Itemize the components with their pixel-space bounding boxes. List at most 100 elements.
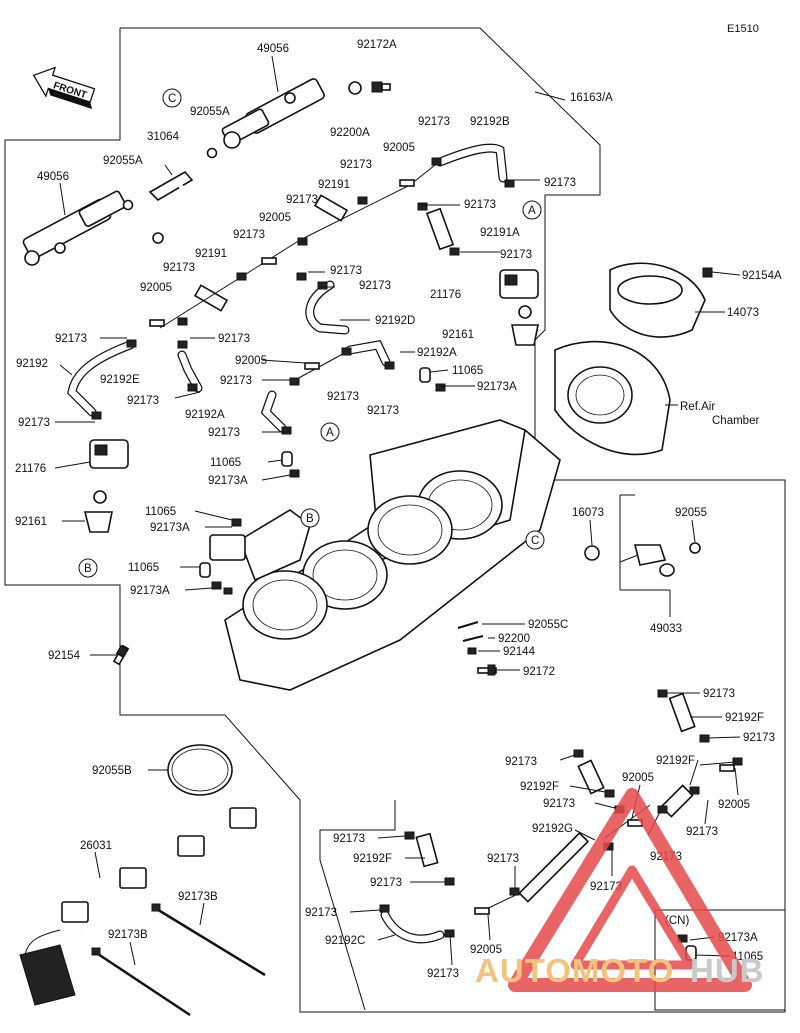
cn-label: (CN) <box>665 915 689 927</box>
label-11065-c: 11065 <box>145 506 176 518</box>
callout-b-2: B <box>84 563 92 575</box>
fuel-pipe <box>148 164 194 244</box>
label-92192B: 92192B <box>470 116 510 128</box>
label-92173-a: 92173 <box>418 116 450 128</box>
fuel-rail-lower <box>22 182 127 266</box>
o-ring-92055B <box>167 744 233 796</box>
cable-ties <box>91 903 266 1017</box>
label-49056-top: 49056 <box>257 43 289 55</box>
wiring-harness-26031 <box>19 807 257 1006</box>
label-21176-left: 21176 <box>15 463 46 475</box>
label-92173-t: 92173 <box>743 732 775 744</box>
front-arrow-icon: FRONT <box>32 66 96 110</box>
label-92192F-b: 92192F <box>656 755 695 767</box>
label-92055A-top: 92055A <box>190 106 230 118</box>
label-26031: 26031 <box>80 840 112 852</box>
label-21176-right: 21176 <box>430 289 461 301</box>
small-fasteners <box>112 621 497 676</box>
label-92055A-left: 92055A <box>103 155 143 167</box>
label-92005-c: 92005 <box>140 282 172 294</box>
label-92173-aa: 92173 <box>370 877 402 889</box>
t-joints-lower <box>474 764 735 915</box>
label-11065-a: 11065 <box>452 365 483 377</box>
label-92173-e: 92173 <box>286 194 318 206</box>
label-31064: 31064 <box>147 131 180 143</box>
label-92173A-a: 92173A <box>477 381 517 393</box>
callout-b-1: B <box>306 513 314 525</box>
throttle-body-assembly <box>209 419 561 691</box>
label-92173-o: 92173 <box>327 391 359 403</box>
label-92173-s: 92173 <box>703 688 735 700</box>
label-92173-ad: 92173 <box>427 968 459 980</box>
label-49056-left: 49056 <box>37 171 69 183</box>
map-sensor-left <box>83 439 129 533</box>
label-92161-right: 92161 <box>442 329 474 341</box>
label-92055B: 92055B <box>92 765 132 777</box>
bolt-92172A <box>371 81 391 93</box>
label-92173-x: 92173 <box>333 833 365 845</box>
label-92172A: 92172A <box>357 39 397 51</box>
label-92005-g: 92005 <box>470 944 502 956</box>
assembly-boundary <box>4 27 786 1013</box>
label-92192A: 92192A <box>417 347 457 359</box>
label-92192: 92192 <box>16 358 48 370</box>
watermark-text-secondary: HUB <box>690 952 765 989</box>
label-92173B-b: 92173B <box>108 929 148 941</box>
label-92191A: 92191A <box>480 227 520 239</box>
hose-clamps <box>91 157 515 595</box>
watermark-logo <box>508 788 752 992</box>
label-92173-b: 92173 <box>544 177 576 189</box>
label-16073: 16073 <box>572 507 604 519</box>
vacuum-hose-network-lower <box>380 692 736 944</box>
label-11065-d: 11065 <box>128 562 159 574</box>
label-92144: 92144 <box>503 646 536 658</box>
label-92173A-b: 92173A <box>208 475 248 487</box>
callout-c-1: C <box>168 93 176 105</box>
label-92005-e: 92005 <box>622 772 654 784</box>
label-92005-a: 92005 <box>383 142 415 154</box>
callout-a-1: A <box>528 205 536 217</box>
label-92173-ab: 92173 <box>590 881 622 893</box>
label-92192C: 92192C <box>325 935 365 947</box>
map-sensor-right <box>499 269 539 346</box>
label-16163A: 16163/A <box>570 92 613 104</box>
washer-92200A <box>348 81 362 95</box>
label-92172: 92172 <box>523 666 555 678</box>
label-92173A-d: 92173A <box>130 585 170 597</box>
label-92055: 92055 <box>675 507 707 519</box>
label-92200: 92200 <box>498 633 530 645</box>
label-92173-v: 92173 <box>543 798 575 810</box>
diagram-code: E1510 <box>727 23 759 35</box>
label-92192F-a: 92192F <box>725 712 764 724</box>
air-chamber-inset <box>554 262 713 456</box>
label-92173-m: 92173 <box>220 375 252 387</box>
callout-c-2: C <box>531 535 539 547</box>
label-92005-b: 92005 <box>259 212 291 224</box>
label-92173-f: 92173 <box>500 249 532 261</box>
label-92173-z: 92173 <box>487 853 519 865</box>
label-92055C: 92055C <box>528 619 568 631</box>
label-92173-n: 92173 <box>127 395 159 407</box>
label-92173-u: 92173 <box>505 756 537 768</box>
label-92173-i: 92173 <box>330 265 362 277</box>
vacuum-hose-network-upper <box>67 143 508 433</box>
label-92173-j: 92173 <box>359 280 391 292</box>
label-92173-l: 92173 <box>218 333 250 345</box>
o-ring-upper <box>206 147 218 159</box>
label-92192F-c: 92192F <box>520 781 559 793</box>
label-92192D: 92192D <box>375 315 415 327</box>
o-ring-left <box>122 199 134 211</box>
label-92173-g: 92173 <box>233 229 265 241</box>
label-92173A-c: 92173A <box>150 522 190 534</box>
t-joints <box>149 179 415 370</box>
label-92173-h: 92173 <box>163 262 195 274</box>
label-92191-b: 92191 <box>195 248 227 260</box>
ref-note-line1: Ref.Air <box>680 401 715 413</box>
label-92005-d: 92005 <box>235 355 267 367</box>
label-92161-left: 92161 <box>15 516 47 528</box>
label-92173A-cn: 92173A <box>718 932 758 944</box>
injector-49033 <box>584 542 701 577</box>
label-92192E: 92192E <box>100 374 140 386</box>
label-11065-b: 11065 <box>210 457 241 469</box>
